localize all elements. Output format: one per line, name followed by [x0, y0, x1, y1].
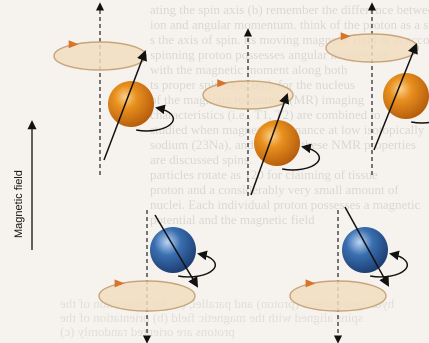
spin-unit-orange-left — [54, 4, 173, 175]
spin-unit-orange-right — [326, 4, 429, 175]
precession-ellipse — [203, 81, 293, 109]
spin-unit-orange-middle — [203, 30, 319, 196]
sphere-icon — [342, 227, 388, 273]
magnetic-field-label: Magnetic field — [13, 170, 25, 238]
precession-ellipse — [54, 42, 146, 70]
precession-ellipse — [290, 281, 386, 311]
spin-unit-blue-right — [290, 207, 407, 342]
spin-unit-blue-left — [99, 210, 215, 342]
spin-units — [54, 4, 429, 342]
sphere-icon — [150, 227, 196, 273]
magnetic-field-indicator: Magnetic field — [13, 122, 32, 250]
precession-ellipse — [326, 34, 418, 62]
precession-ellipse — [99, 281, 195, 311]
sphere-icon — [254, 120, 300, 166]
